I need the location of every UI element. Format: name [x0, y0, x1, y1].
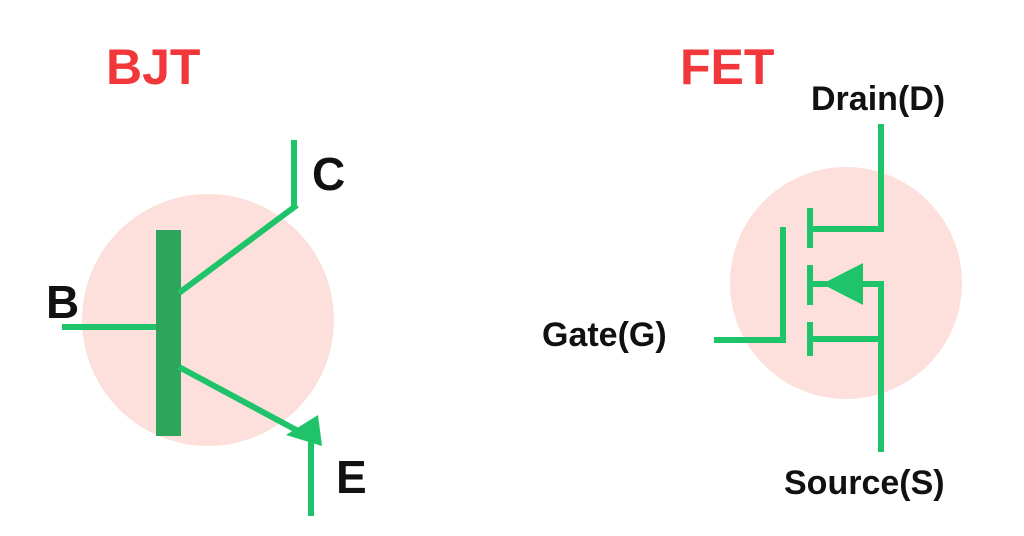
bjt-symbol: BJT B C E: [46, 39, 367, 516]
fet-source-label: Source(S): [784, 464, 945, 502]
bjt-base-label: B: [46, 276, 79, 328]
fet-gate-label: Gate(G): [542, 316, 667, 354]
bjt-emitter-arrow: [286, 415, 322, 446]
bjt-emitter-label: E: [336, 451, 367, 503]
fet-body-arrow: [822, 263, 863, 305]
bjt-base-bar: [156, 230, 181, 436]
bjt-title: BJT: [106, 39, 200, 95]
bjt-halo: [82, 194, 334, 446]
fet-title: FET: [680, 39, 774, 95]
bjt-collector-label: C: [312, 148, 345, 200]
bjt-emitter-lead: [177, 364, 302, 435]
fet-drain-label: Drain(D): [811, 80, 945, 118]
fet-symbol: FET Drain(D) Gate(G) Source(S): [542, 39, 962, 502]
bjt-collector-lead: [177, 202, 299, 296]
